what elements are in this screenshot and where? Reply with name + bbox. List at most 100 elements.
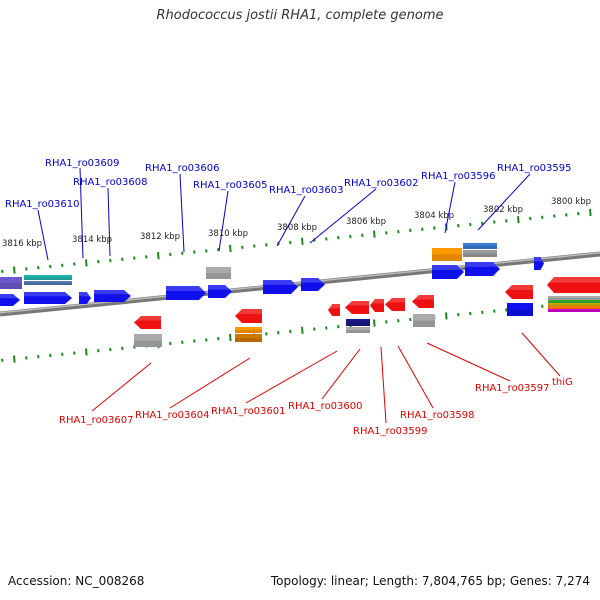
scale-tick [421, 227, 424, 231]
scale-tick [505, 219, 508, 223]
gene-labels: RHA1_ro03610RHA1_ro03609RHA1_ro03608RHA1… [5, 158, 573, 437]
scale-tick [85, 348, 88, 356]
reverse-gene-label: RHA1_ro03607 [59, 415, 134, 426]
scale-label: 3810 kbp [208, 229, 248, 239]
scale-tick [289, 240, 292, 245]
reverse-gene-shine [328, 304, 340, 309]
scale-tick [181, 251, 184, 255]
reverse-gene-shine [370, 299, 384, 304]
feature-bar [413, 314, 435, 327]
scale-tick [445, 312, 448, 320]
feature-bar [0, 277, 22, 289]
feature-bar [548, 300, 600, 303]
scale-tick [577, 212, 580, 216]
scale-tick [37, 266, 40, 270]
reverse-gene [412, 295, 434, 308]
scale-tick [61, 352, 64, 356]
reverse-gene [547, 277, 600, 293]
feature-bar-shade [0, 283, 22, 289]
forward-gene [465, 262, 500, 276]
forward-gene [79, 292, 91, 304]
feature-bar [134, 334, 162, 347]
feature-bar [548, 296, 600, 300]
topology-summary: Topology: linear; Length: 7,804,765 bp; … [270, 574, 590, 588]
scale-tick [217, 248, 220, 252]
scale-tick [301, 326, 304, 334]
scale-tick [193, 250, 196, 254]
backbone-line [0, 251, 600, 317]
scale-tick [61, 263, 64, 267]
forward-gene-shine [166, 286, 206, 291]
feature-bar [463, 243, 497, 249]
scale-tick [337, 325, 340, 329]
reverse-gene-label: RHA1_ro03600 [288, 401, 363, 412]
feature-bar [24, 281, 72, 285]
scale-tick [25, 356, 28, 360]
forward-gene [166, 286, 206, 300]
scale-tick [121, 257, 124, 261]
reverse-gene-shine [385, 298, 405, 303]
forward-gene-label-leader [444, 181, 456, 234]
scale-tick [133, 256, 136, 260]
reverse-gene [505, 285, 533, 299]
scale-tick [193, 339, 196, 343]
scale-tick [169, 252, 172, 257]
scale-label: 3802 kbp [483, 205, 523, 215]
scale-tick [373, 230, 376, 238]
feature-bar [235, 334, 262, 342]
forward-gene-shine [432, 265, 464, 270]
forward-gene-label: RHA1_ro03608 [73, 177, 148, 188]
scale-tick [493, 220, 496, 224]
forward-gene-label: RHA1_ro03603 [269, 185, 344, 196]
reverse-gene-shine [235, 309, 262, 314]
forward-gene-shine [79, 292, 91, 297]
feature-bar-shade [463, 253, 497, 257]
forward-gene [208, 285, 232, 298]
scale-tick [397, 230, 400, 234]
bottom-scale-track [1, 297, 592, 363]
feature-bar [548, 303, 600, 306]
scale-tick [565, 213, 568, 217]
scale-tick [373, 319, 376, 327]
scale-tick [241, 245, 244, 249]
scale-tick [541, 215, 544, 219]
reverse-gene-label: RHA1_ro03598 [400, 410, 475, 421]
reverse-gene [134, 316, 161, 329]
feature-bar-shade [432, 254, 462, 261]
scale-tick [13, 355, 16, 363]
scale-tick [85, 259, 88, 267]
reverse-gene [370, 299, 384, 312]
scale-tick [385, 231, 388, 235]
forward-gene-label-leader [477, 173, 531, 231]
forward-gene [534, 257, 544, 270]
reverse-gene-label-leader [426, 342, 511, 382]
forward-gene-shine [208, 285, 232, 290]
scale-tick [97, 260, 100, 264]
scale-tick [265, 332, 268, 336]
scale-tick [73, 351, 76, 355]
scale-tick [397, 319, 400, 323]
scale-tick [97, 349, 100, 353]
scale-tick [1, 269, 4, 273]
feature-bar-shade [134, 340, 162, 347]
reverse-gene-shine [412, 295, 434, 300]
scale-tick [205, 338, 208, 342]
scale-tick [277, 331, 280, 335]
scale-tick [553, 214, 556, 218]
scale-tick [385, 320, 388, 324]
reverse-gene-shine [345, 301, 369, 306]
map-title: Rhodococcus jostii RHA1, complete genome [156, 8, 444, 23]
reverse-gene-label: RHA1_ro03599 [353, 426, 428, 437]
feature-bar [346, 319, 370, 326]
scale-tick [109, 347, 112, 352]
forward-gene-shine [301, 278, 325, 283]
scale-tick [109, 258, 112, 263]
feature-bar-shade [548, 307, 600, 309]
reverse-gene-label-leader [245, 350, 338, 404]
feature-bar [548, 309, 600, 312]
scale-tick [541, 304, 544, 308]
scale-tick [517, 216, 520, 224]
forward-gene-box-shade [507, 309, 533, 316]
